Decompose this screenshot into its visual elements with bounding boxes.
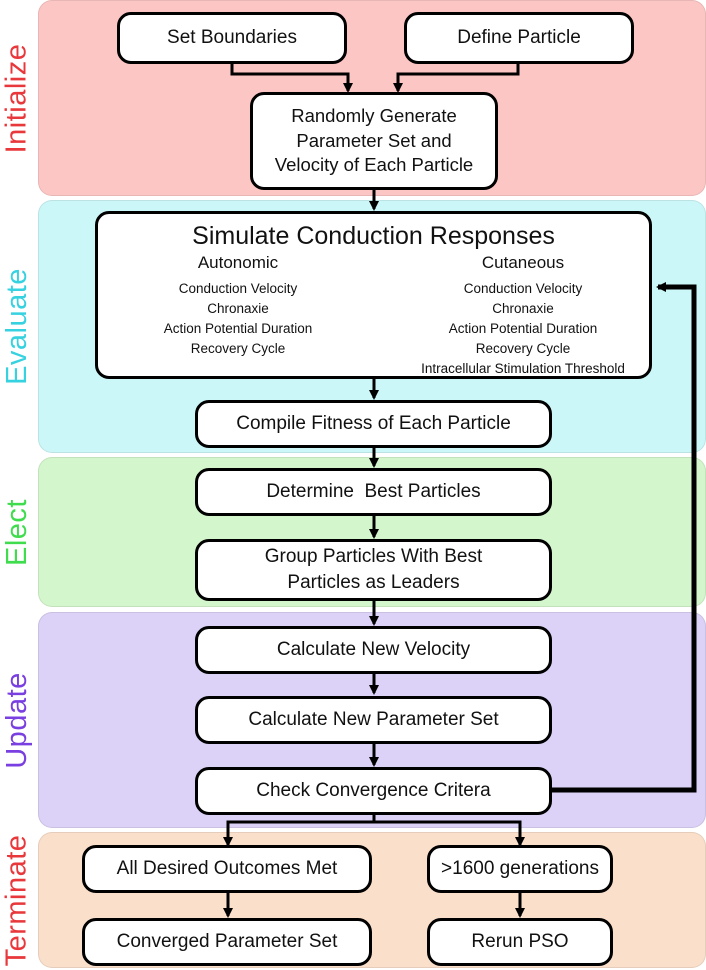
node-check-convergence: Check Convergence Critera — [195, 767, 552, 815]
autonomic-item: Action Potential Duration — [163, 320, 313, 336]
node-define-particle-label: Define Particle — [457, 27, 581, 49]
node-determine-best: Determine Best Particles — [195, 468, 552, 516]
node-converged-label: Converged Parameter Set — [116, 931, 338, 953]
cutaneous-item: Chronaxie — [492, 300, 554, 316]
stage-label-terminate-text: Terminate — [0, 834, 33, 966]
node-rerun: Rerun PSO — [427, 918, 613, 966]
simulate-title: Simulate Conduction Responses — [192, 222, 555, 250]
stage-label-update: Update — [0, 612, 34, 828]
autonomic-column: Autonomic Conduction Velocity Chronaxie … — [118, 252, 358, 359]
node-compile-fitness-label: Compile Fitness of Each Particle — [236, 413, 511, 435]
node-calc-params: Calculate New Parameter Set — [195, 696, 552, 744]
node-simulate-responses: Simulate Conduction Responses Autonomic … — [95, 211, 652, 379]
cutaneous-item: Intracellular Stimulation Threshold — [421, 360, 625, 376]
cutaneous-item: Recovery Cycle — [475, 340, 571, 356]
stage-label-evaluate: Evaluate — [0, 200, 34, 453]
cutaneous-heading: Cutaneous — [481, 253, 565, 272]
node-group-particles: Group Particles With Best Particles as L… — [195, 539, 552, 601]
node-calc-velocity-label: Calculate New Velocity — [276, 639, 471, 661]
node-group-particles-label: Group Particles With Best Particles as L… — [264, 546, 483, 593]
stage-label-evaluate-text: Evaluate — [0, 268, 33, 385]
node-generations: >1600 generations — [427, 845, 613, 893]
node-determine-best-label: Determine Best Particles — [266, 481, 481, 503]
autonomic-item: Conduction Velocity — [178, 280, 298, 296]
cutaneous-column: Cutaneous Conduction Velocity Chronaxie … — [388, 252, 658, 379]
node-outcomes-met: All Desired Outcomes Met — [82, 845, 372, 893]
stage-label-elect: Elect — [0, 457, 34, 607]
node-outcomes-met-label: All Desired Outcomes Met — [116, 858, 338, 880]
node-check-convergence-label: Check Convergence Critera — [256, 780, 491, 802]
autonomic-heading: Autonomic — [197, 253, 279, 272]
autonomic-item: Chronaxie — [207, 300, 269, 316]
node-random-generate: Randomly Generate Parameter Set and Velo… — [250, 92, 498, 190]
stage-label-initialize: Initialize — [0, 0, 34, 196]
cutaneous-item: Conduction Velocity — [463, 280, 583, 296]
stage-label-initialize-text: Initialize — [0, 43, 33, 153]
stage-label-update-text: Update — [0, 671, 33, 769]
node-calc-velocity: Calculate New Velocity — [195, 626, 552, 674]
cutaneous-item: Action Potential Duration — [448, 320, 598, 336]
stage-label-elect-text: Elect — [0, 498, 33, 566]
node-calc-params-label: Calculate New Parameter Set — [248, 709, 499, 731]
autonomic-item: Recovery Cycle — [190, 340, 286, 356]
node-define-particle: Define Particle — [404, 12, 634, 64]
node-set-boundaries-label: Set Boundaries — [167, 27, 297, 49]
node-converged: Converged Parameter Set — [82, 918, 372, 966]
node-compile-fitness: Compile Fitness of Each Particle — [195, 400, 552, 448]
node-random-generate-label: Randomly Generate Parameter Set and Velo… — [274, 104, 474, 176]
node-generations-label: >1600 generations — [441, 858, 599, 880]
node-set-boundaries: Set Boundaries — [117, 12, 347, 64]
node-rerun-label: Rerun PSO — [471, 931, 569, 953]
stage-label-terminate: Terminate — [0, 832, 34, 968]
